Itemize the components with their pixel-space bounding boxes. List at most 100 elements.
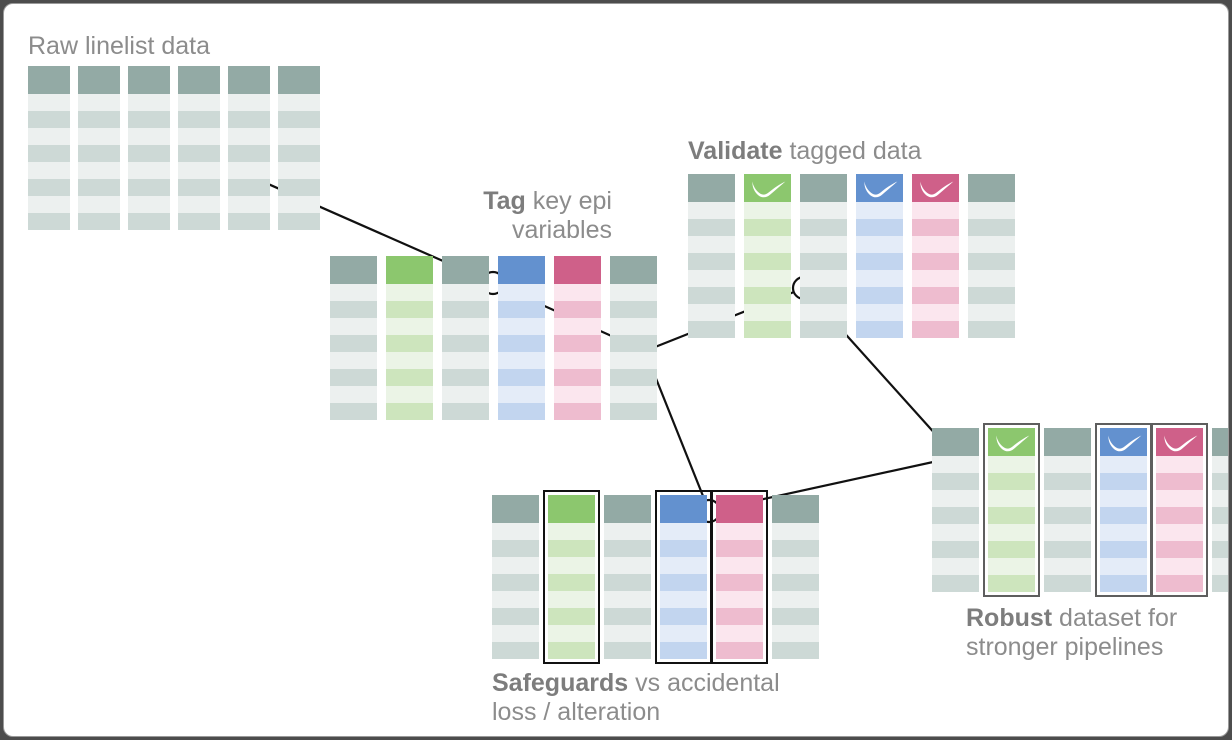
table-cell [386,352,433,369]
table-cell [28,196,70,213]
table-cell [688,236,735,253]
table-cell [28,128,70,145]
table-cell [228,213,270,230]
table-cell [688,202,735,219]
table-cell [610,301,657,318]
table-column-tag-5 [554,256,601,420]
table-cell [330,386,377,403]
table-cell [660,523,707,540]
table-cell [386,386,433,403]
table-cell [912,236,959,253]
table-cell [856,321,903,338]
table-cell [28,145,70,162]
table-cell [932,473,979,490]
table-cell [28,179,70,196]
table-cell [932,456,979,473]
table-cell [912,287,959,304]
column-header-raw-3 [128,66,170,94]
table-cell [660,625,707,642]
table-cell [498,386,545,403]
table-cell [1044,507,1091,524]
table-column-raw-3 [128,66,170,230]
table-cell [772,625,819,642]
table-cell [278,94,320,111]
table-cell [492,557,539,574]
table-column-tag-1 [330,256,377,420]
table-cell [554,318,601,335]
table-cell [800,202,847,219]
table-column-tag-6 [610,256,657,420]
table-cell [800,236,847,253]
table-cell [932,575,979,592]
table-column-safeguards-6 [772,495,819,659]
table-column-raw-4 [178,66,220,230]
table-cell [386,284,433,301]
table-column-robust-1 [932,428,979,592]
table-cell [988,456,1035,473]
table-cell [688,287,735,304]
table-cell [1212,558,1228,575]
table-cell [716,591,763,608]
caption-keyword-validate: Validate [688,137,783,165]
table-cell [278,196,320,213]
table-cell [744,270,791,287]
column-header-validate-3 [800,174,847,202]
table-cell [856,270,903,287]
table-cell [554,335,601,352]
table-cell [228,111,270,128]
table-cell [1212,490,1228,507]
column-header-safeguards-3 [604,495,651,523]
table-cell [128,196,170,213]
table-cell [498,352,545,369]
table-cell [610,318,657,335]
table-cell [856,304,903,321]
table-cell [988,558,1035,575]
table-column-tag-3 [442,256,489,420]
table-cell [1100,541,1147,558]
table-cell [604,523,651,540]
check-icon [1164,435,1198,452]
table-cell [554,386,601,403]
table-cell [498,284,545,301]
table-cell [128,213,170,230]
panel-tag: Tag key epi variables [4,4,1228,736]
table-cell [548,523,595,540]
check-icon [996,435,1030,452]
table-cell [330,284,377,301]
table-cell [988,507,1035,524]
table-column-raw-6 [278,66,320,230]
check-icon [1108,435,1142,452]
table-cell [554,352,601,369]
table-cell [228,145,270,162]
caption-keyword-safeguards: Safeguards [492,669,629,697]
table-cell [554,284,601,301]
table-cell [1044,524,1091,541]
table-cell [498,403,545,420]
table-cell [1212,575,1228,592]
table-column-validate-5 [912,174,959,338]
table-column-validate-4 [856,174,903,338]
table-cell [1156,524,1203,541]
table-cell [1212,473,1228,490]
table-cell [1044,490,1091,507]
column-header-validate-5 [912,174,959,202]
table-cell [800,287,847,304]
column-header-robust-4 [1100,428,1147,456]
table-cell [1100,558,1147,575]
table-cell [688,321,735,338]
table-cell [330,369,377,386]
table-column-robust-4 [1095,423,1152,597]
table-cell [1212,456,1228,473]
table-cell [1044,473,1091,490]
table-cell [744,321,791,338]
table-cell [772,574,819,591]
table-column-safeguards-1 [492,495,539,659]
panel-robust: Robust dataset for stronger pipelines [4,4,1228,736]
table-cell [716,523,763,540]
panel-validate: Validate tagged data [4,4,1228,736]
table-cell [912,253,959,270]
table-cell [492,574,539,591]
table-cell [800,321,847,338]
table-cell [716,540,763,557]
table-cell [716,642,763,659]
